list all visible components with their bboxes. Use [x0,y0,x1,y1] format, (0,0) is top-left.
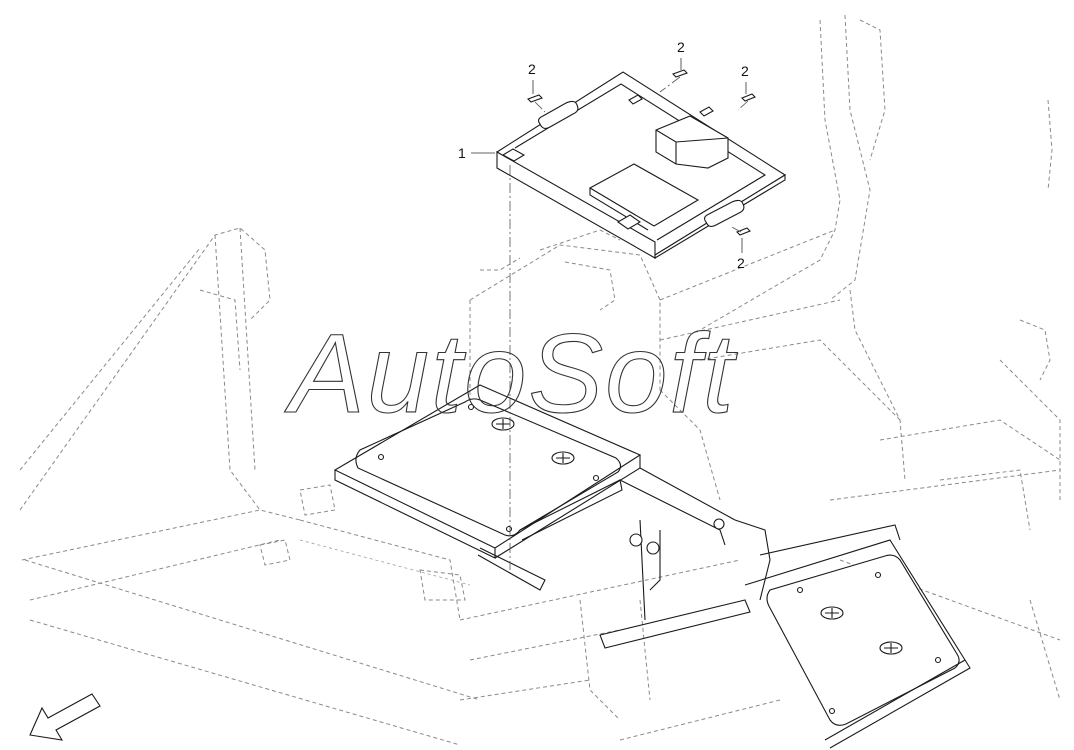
tray-clip [616,214,642,230]
fitting [646,541,660,555]
base-frame-solid [333,384,971,749]
left-cover-plate [355,398,622,537]
latch-knob-1 [491,417,515,431]
assembly-lines [509,76,749,570]
clip-part-2 [527,94,543,103]
latch-knob-3 [820,606,844,620]
tray-boss [655,115,729,169]
frame-ghost [19,14,1061,746]
bolt [377,453,385,461]
tray-handle-right [704,199,745,228]
latch-knob-4 [879,641,903,655]
watermark: AutoSoft [284,311,738,436]
fitting [713,518,725,530]
tray-clip [501,148,526,162]
callout-2: 2 [528,61,536,77]
callout-2: 2 [737,255,745,271]
bolt [505,525,513,533]
tray-clip [628,94,643,105]
bolt [796,586,804,594]
clip-part-2 [736,227,751,236]
bolt [934,656,942,664]
clip-part-2-group [527,69,756,236]
tray-handle-left [538,100,579,130]
bolt [592,474,600,482]
tray-clip [699,106,714,117]
bolt [828,707,836,715]
callout-2: 2 [677,39,685,55]
clip-part-2 [672,69,688,78]
direction-arrow-icon [29,693,101,741]
tray-part-1 [495,71,787,259]
latch-knob-2 [551,451,575,465]
bolt [467,403,475,411]
clip-part-2 [741,93,756,102]
bolt [874,571,882,579]
callouts: 1 2 2 2 2 [458,39,749,271]
callout-1: 1 [458,145,466,161]
callout-2: 2 [741,63,749,79]
fitting [629,533,643,547]
right-cover-plate [766,554,960,726]
